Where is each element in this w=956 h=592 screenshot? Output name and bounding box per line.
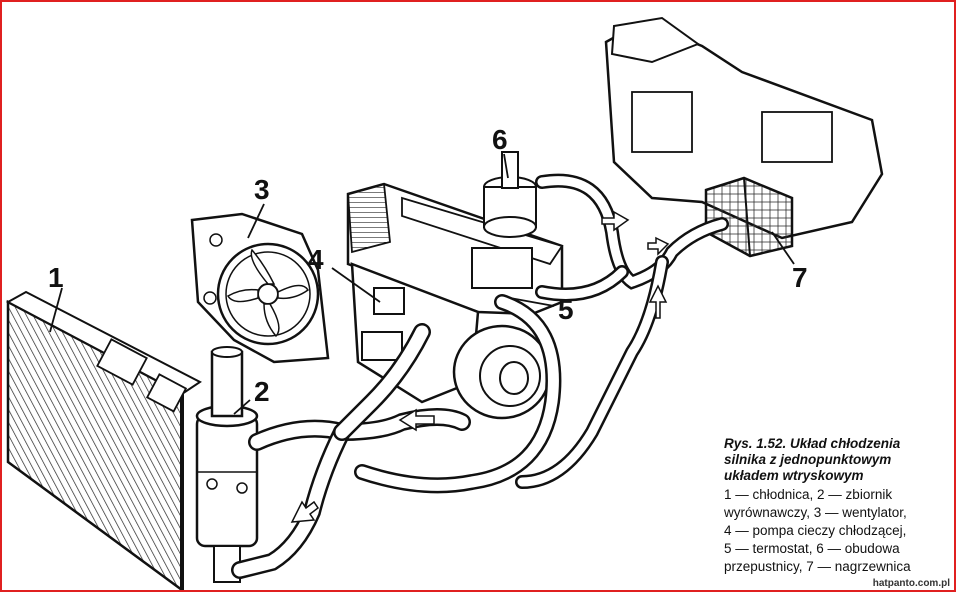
label-heater: 7 [792,262,808,293]
flow-arrows [290,210,670,523]
label-radiator: 1 [48,262,64,293]
caption-legend-line: 5 — termostat, 6 — obudowa [724,541,900,556]
figure-caption: Rys. 1.52. Układ chłodzenia silnika z je… [724,436,954,576]
caption-title-line: układem wtryskowym [724,468,864,483]
fan-drawing [190,212,330,364]
caption-legend: 1 — chłodnica, 2 — zbiornik wyrównawczy,… [724,486,954,576]
caption-legend-line: 1 — chłodnica, 2 — zbiornik [724,487,893,502]
throttle-body-drawing [483,151,537,238]
heater-drawing [604,16,884,258]
caption-legend-line: przepustnicy, 7 — nagrzewnica [724,559,911,574]
label-expansion-tank: 2 [254,376,270,407]
watermark: hatpanto.com.pl [872,578,950,589]
expansion-tank-drawing [195,346,259,583]
leader-lines [49,153,795,415]
caption-title: Rys. 1.52. Układ chłodzenia silnika z je… [724,436,954,484]
caption-title-line: silnika z jednopunktowym [724,452,892,467]
radiator-drawing [5,290,202,590]
caption-legend-line: 4 — pompa cieczy chłodzącej, [724,523,907,538]
label-thermostat: 5 [558,294,574,325]
caption-title-line: Rys. 1.52. Układ chłodzenia [724,436,901,451]
label-throttle-body: 6 [492,124,508,155]
label-coolant-pump: 4 [308,244,324,275]
label-fan: 3 [254,174,270,205]
caption-legend-line: wyrównawczy, 3 — wentylator, [724,505,907,520]
